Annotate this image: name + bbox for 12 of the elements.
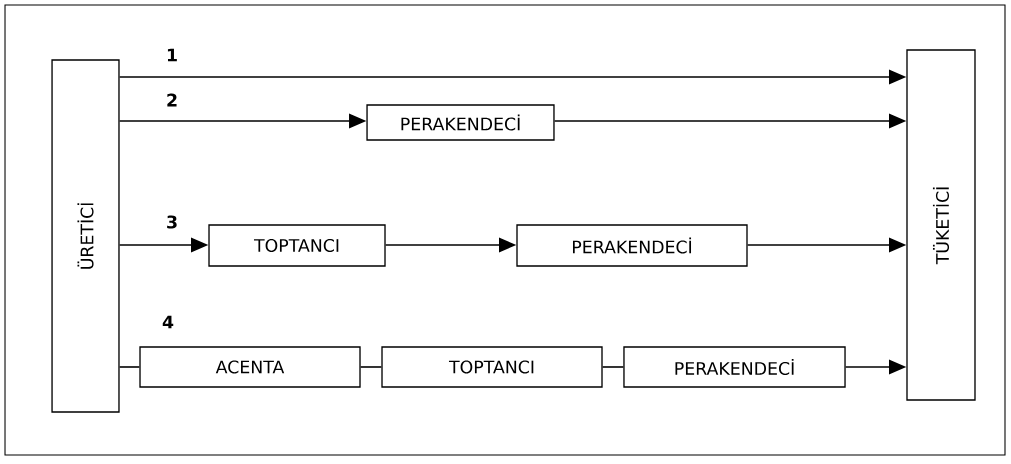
actor-box: TÜKETİCİ (906, 49, 976, 401)
process-box: PERAKENDECİ (516, 224, 748, 267)
path-number: 3 (167, 215, 177, 229)
process-box: ACENTA (139, 346, 361, 388)
process-box: TOPTANCI (208, 224, 386, 267)
process-box: PERAKENDECİ (623, 346, 846, 388)
path-number: 2 (167, 93, 177, 107)
process-box: PERAKENDECİ (366, 104, 555, 141)
process-box: TOPTANCI (381, 346, 603, 388)
path-number: 1 (167, 48, 177, 62)
actor-box: ÜRETİCİ (51, 59, 120, 413)
path-number: 4 (162, 315, 174, 329)
